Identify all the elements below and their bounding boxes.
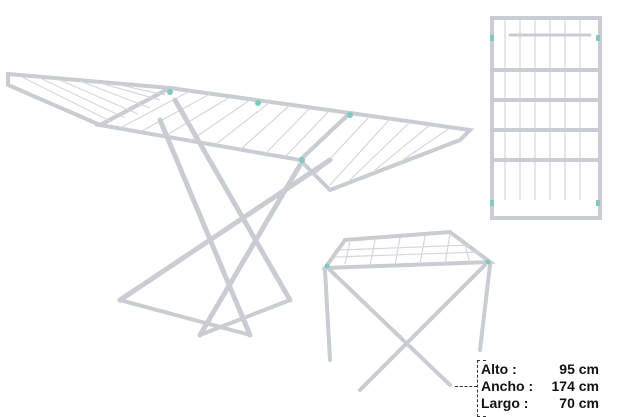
dimension-label: Alto : bbox=[481, 361, 517, 377]
dimension-value: 70 cm bbox=[559, 395, 599, 411]
open-rack-with-wings bbox=[6, 71, 475, 338]
dimension-leader-line bbox=[455, 386, 477, 387]
dimension-value: 174 cm bbox=[551, 378, 599, 394]
dimension-width: Ancho : 174 cm bbox=[481, 378, 599, 395]
folded-rack bbox=[490, 16, 602, 220]
dimension-height: Alto : 95 cm bbox=[481, 361, 599, 378]
dimension-label: Largo : bbox=[481, 395, 529, 411]
closed-wings-rack bbox=[321, 229, 496, 392]
dimensions-table: Alto : 95 cm Ancho : 174 cm Largo : 70 c… bbox=[481, 361, 599, 412]
dimension-value: 95 cm bbox=[559, 361, 599, 377]
dimension-length: Largo : 70 cm bbox=[481, 395, 599, 412]
dimension-label: Ancho : bbox=[481, 378, 534, 394]
